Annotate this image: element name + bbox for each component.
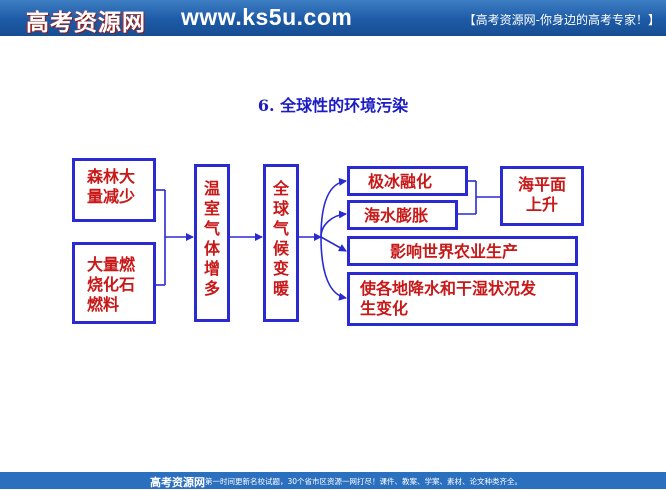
effect-ice-melt-label: 极冰融化	[368, 172, 433, 191]
greenhouse-gas-box: 温 室 气 体 增 多	[194, 164, 230, 322]
greenhouse-char: 体	[203, 239, 220, 258]
cause-fuel-line2: 烧化石	[87, 275, 136, 294]
cause-box-forest: 森林大 量减少	[72, 158, 156, 222]
effect-precip-line1: 使各地降水和干湿状况发	[360, 279, 537, 298]
cause-box-fossil-fuel: 大量燃 烧化石 燃料	[72, 242, 156, 324]
greenhouse-char: 增	[203, 259, 220, 278]
warming-char: 气	[272, 219, 289, 238]
cause-forest-line1: 森林大	[87, 167, 136, 186]
cause-forest-line2: 量减少	[87, 187, 136, 206]
effect2-branch	[320, 210, 347, 238]
effect-precip-line2: 生变化	[360, 299, 409, 318]
effect-expansion-label: 海水膨胀	[364, 206, 429, 225]
effect-agriculture-label: 影响世界农业生产	[390, 242, 519, 261]
sea-level-line1: 海平面	[517, 175, 566, 194]
effect-box-precipitation: 使各地降水和干湿状况发 生变化	[347, 272, 578, 326]
site-url[interactable]: www.ks5u.com	[181, 4, 353, 30]
slide-title: 6. 全球性的环境污染	[257, 96, 409, 115]
effect-box-seawater-expansion: 海水膨胀	[347, 200, 458, 230]
sea-level-rise-box: 海平面 上升	[500, 166, 584, 226]
cause-fuel-line3: 燃料	[87, 295, 120, 314]
effect1-branch	[320, 177, 347, 238]
footer-logo[interactable]: 高考资源网	[150, 476, 205, 489]
greenhouse-char: 气	[203, 219, 220, 238]
footer-text: 第一时间更新名校试题，30个省市区资源一网打尽！课件、教案、学案、素材、论文种类…	[205, 477, 523, 486]
effect4-branch	[320, 236, 347, 301]
warming-char: 全	[272, 179, 289, 198]
header-banner: 高考资源网 www.ks5u.com 【高考资源网-你身边的高考专家！】	[0, 0, 666, 36]
warming-char: 暖	[272, 279, 289, 298]
site-slogan: 【高考资源网-你身边的高考专家！】	[463, 13, 660, 27]
greenhouse-char: 温	[203, 179, 220, 198]
effect3-branch	[320, 236, 347, 252]
site-logo[interactable]: 高考资源网	[26, 9, 146, 36]
global-warming-box: 全 球 气 候 变 暖	[263, 164, 299, 322]
cause-fuel-line1: 大量燃	[87, 255, 136, 274]
sea-level-line2: 上升	[525, 195, 558, 214]
footer-bar: 高考资源网 第一时间更新名校试题，30个省市区资源一网打尽！课件、教案、学案、素…	[0, 472, 666, 489]
warming-char: 变	[272, 259, 289, 278]
effect-box-agriculture: 影响世界农业生产	[347, 236, 578, 266]
warming-char: 候	[272, 239, 289, 258]
greenhouse-char: 室	[203, 199, 220, 218]
effect-box-ice-melt: 极冰融化	[347, 166, 468, 196]
greenhouse-char: 多	[203, 279, 220, 298]
warming-char: 球	[272, 199, 289, 218]
